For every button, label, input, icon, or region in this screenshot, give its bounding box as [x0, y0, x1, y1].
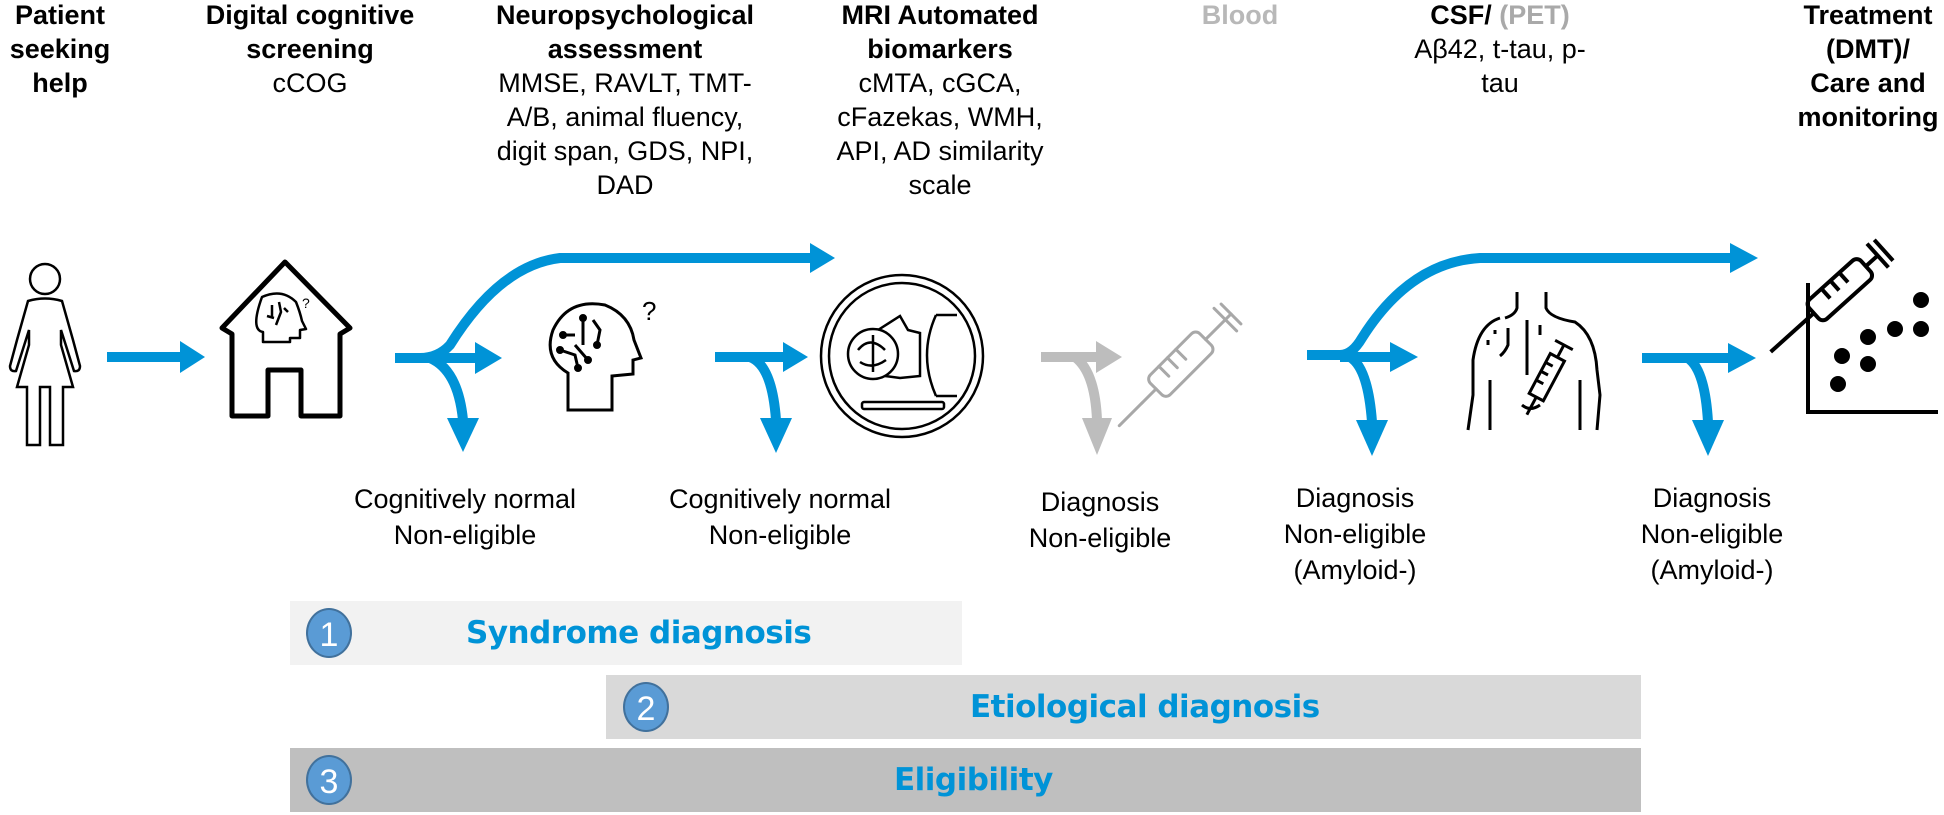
phase-label: Eligibility — [894, 762, 1053, 798]
patient-woman-icon — [8, 262, 82, 447]
flow-arrow — [107, 341, 205, 373]
phase-number-badge: 2 — [623, 682, 669, 732]
step-subtitle: cFazekas, WMH, — [837, 102, 1043, 132]
step-neuropsych-header: Neuropsychological assessment MMSE, RAVL… — [470, 0, 780, 202]
phase-band-syndrome-diagnosis: 1 Syndrome diagnosis — [290, 601, 962, 665]
phase-band-eligibility: 3 Eligibility — [290, 748, 1641, 812]
back-lumbar-puncture-icon — [1466, 292, 1602, 431]
svg-text:?: ? — [642, 296, 656, 326]
step-title: Digital cognitive — [205, 0, 415, 30]
phase-label: Syndrome diagnosis — [466, 615, 812, 651]
mri-scanner-icon — [819, 273, 985, 439]
branch-arrow-neuropsych — [715, 342, 808, 453]
step-mri-header: MRI Automated biomarkers cMTA, cGCA, cFa… — [820, 0, 1060, 202]
step-patient-header: Patient seeking help — [0, 0, 120, 100]
step-subtitle: A/B, animal fluency, — [506, 102, 744, 132]
step-subtitle: tau — [1481, 68, 1519, 98]
step-title: help — [32, 68, 88, 98]
outcome-line: Diagnosis — [1295, 483, 1415, 513]
step-title: (DMT)/ — [1826, 34, 1910, 64]
step-subtitle: cMTA, cGCA, — [858, 68, 1022, 98]
step-title: Care and — [1810, 68, 1926, 98]
outcome-label: Cognitively normal Non-eligible — [645, 481, 915, 553]
step-subtitle: API, AD similarity — [836, 136, 1044, 166]
step-subtitle: scale — [908, 170, 972, 200]
step-digital-screening-header: Digital cognitive screening cCOG — [180, 0, 440, 100]
svg-text:?: ? — [302, 295, 310, 311]
outcome-line: (Amyloid-) — [1650, 555, 1774, 585]
step-subtitle: DAD — [596, 170, 654, 200]
branch-arrow-treatment — [1642, 343, 1756, 456]
step-title: Treatment — [1803, 0, 1933, 30]
outcome-line: Diagnosis — [1652, 483, 1772, 513]
outcome-line: Non-eligible — [1283, 519, 1427, 549]
step-title: Blood — [1201, 0, 1279, 30]
syringe-scatter-plot-icon — [1769, 238, 1938, 414]
head-circuit-question-icon: ? — [548, 296, 656, 412]
outcome-line: Non-eligible — [1640, 519, 1784, 549]
step-treatment-header: Treatment (DMT)/ Care and monitoring — [1788, 0, 1944, 134]
outcome-label: Diagnosis Non-eligible (Amyloid-) — [1622, 480, 1802, 588]
step-subtitle: cCOG — [272, 68, 348, 98]
step-title: assessment — [547, 34, 703, 64]
step-title: Patient — [14, 0, 106, 30]
phase-band-etiological-diagnosis: 2 Etiological diagnosis — [606, 675, 1641, 739]
outcome-line: Diagnosis — [1040, 487, 1160, 517]
step-subtitle: Aβ42, t-tau, p- — [1414, 34, 1586, 64]
outcome-line: Cognitively normal — [668, 484, 892, 514]
outcome-line: Non-eligible — [1028, 523, 1172, 553]
branch-arrow-screening — [395, 243, 835, 452]
step-title: seeking — [9, 34, 111, 64]
branch-arrow-csf — [1307, 243, 1758, 456]
blood-syringe-icon — [1117, 302, 1243, 428]
branch-arrow-blood — [1041, 341, 1122, 455]
outcome-label: Diagnosis Non-eligible (Amyloid-) — [1265, 480, 1445, 588]
outcome-label: Diagnosis Non-eligible — [1010, 484, 1190, 556]
step-csf-header: CSF/ (PET) Aβ42, t-tau, p- tau — [1400, 0, 1600, 100]
step-title: CSF/ (PET) — [1400, 0, 1600, 32]
outcome-line: (Amyloid-) — [1293, 555, 1417, 585]
outcome-line: Cognitively normal — [353, 484, 577, 514]
outcome-line: Non-eligible — [708, 520, 852, 550]
phase-number-badge: 3 — [306, 755, 352, 805]
step-subtitle: digit span, GDS, NPI, — [496, 136, 754, 166]
step-blood-header: Blood — [1190, 0, 1290, 32]
phase-label: Etiological diagnosis — [970, 689, 1320, 725]
step-subtitle: MMSE, RAVLT, TMT- — [498, 68, 752, 98]
step-title: biomarkers — [867, 34, 1013, 64]
step-title: MRI Automated — [841, 0, 1039, 30]
phase-number-badge: 1 — [306, 608, 352, 658]
step-title: screening — [246, 34, 374, 64]
outcome-label: Cognitively normal Non-eligible — [330, 481, 600, 553]
step-title: Neuropsychological — [495, 0, 755, 30]
pet-label: (PET) — [1499, 0, 1570, 30]
outcome-line: Non-eligible — [393, 520, 537, 550]
house-brain-icon: ? — [219, 259, 353, 419]
step-title: monitoring — [1797, 102, 1939, 132]
csf-label: CSF/ — [1430, 0, 1492, 30]
